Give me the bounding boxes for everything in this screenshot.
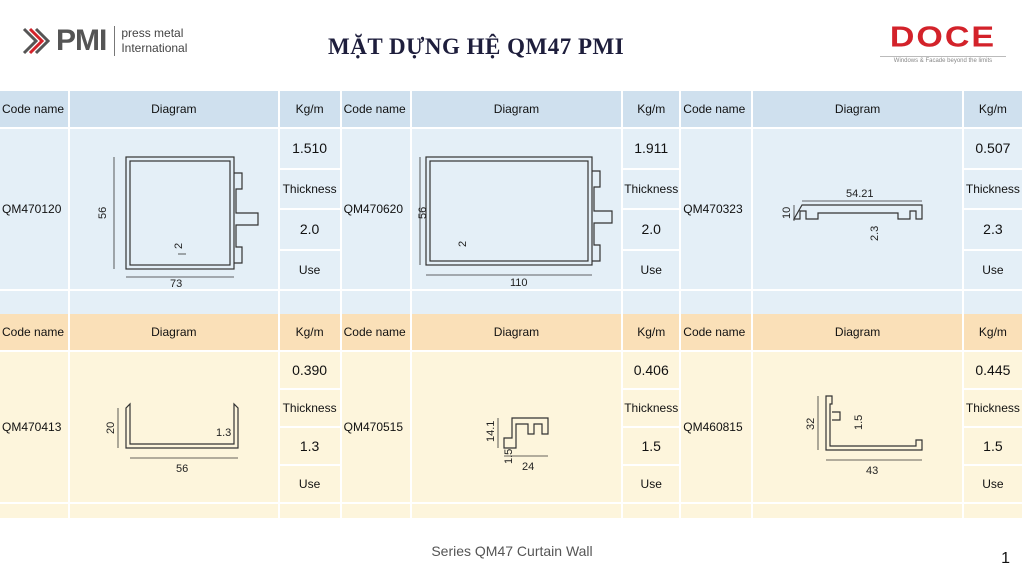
profile-diagram-qm460815: 43 32 1.5: [805, 395, 923, 477]
profile-table-row-2: Code name Diagram Kg/m Code name Diagram…: [0, 312, 1024, 520]
code-cell: QM470620: [341, 129, 410, 289]
doce-logo: DOCE Windows & Facade beyond the limits: [880, 20, 1006, 64]
header-code-name: Code name: [681, 91, 752, 127]
dim-height: 56: [417, 207, 429, 219]
kg-value: 1.911: [623, 129, 680, 168]
header-diagram: Diagram: [70, 91, 278, 127]
header-code-name: Code name: [341, 91, 410, 127]
header-kg: Kg/m: [623, 314, 680, 350]
diagram-cell: 54.21 10 2.3: [753, 129, 962, 289]
dim-width: 110: [510, 277, 528, 289]
profile-diagram-qm470120: 73 56 2: [97, 156, 259, 289]
thickness-value: 1.5: [623, 428, 680, 464]
thickness-value: 1.5: [963, 428, 1022, 464]
page-number: 1: [1001, 550, 1010, 567]
thickness-label: Thickness: [963, 169, 1022, 208]
header-code-name: Code name: [0, 314, 69, 350]
dim-width: 43: [866, 465, 878, 477]
profile-diagram-qm470620: 110 56 2: [417, 156, 614, 289]
header-kg: Kg/m: [963, 91, 1022, 127]
header-code-name: Code name: [341, 314, 410, 350]
thickness-value: 1.3: [279, 428, 340, 464]
use-label: Use: [623, 466, 680, 502]
code-cell: QM470120: [0, 129, 69, 289]
profile-table-row-1: Code name Diagram Kg/m Code name Diagram…: [0, 89, 1024, 323]
kg-value: 0.445: [963, 352, 1022, 388]
diagram-cell: 56 20 1.3: [70, 352, 278, 502]
diagram-cell: 73 56 2: [70, 129, 278, 289]
header-kg: Kg/m: [623, 91, 680, 127]
profile-diagram-qm470323: 54.21 10 2.3: [781, 188, 923, 241]
header-diagram: Diagram: [70, 314, 278, 350]
diagram-cell: 43 32 1.5: [753, 352, 962, 502]
dim-width: 56: [176, 463, 188, 475]
footer-caption: Series QM47 Curtain Wall: [431, 543, 593, 559]
page-title: MẶT DỰNG HỆ QM47 PMI: [328, 34, 625, 59]
dim-thickness: 1.5: [853, 415, 865, 430]
diagram-cell: 24 14.1 1.5: [411, 352, 622, 502]
doce-logo-word: DOCE: [889, 20, 997, 54]
use-label: Use: [279, 466, 340, 502]
doce-logo-tagline: Windows & Facade beyond the limits: [880, 56, 1006, 64]
header-diagram: Diagram: [753, 91, 962, 127]
header-kg: Kg/m: [963, 314, 1022, 350]
header-diagram: Diagram: [411, 91, 622, 127]
thickness-value: 2.3: [963, 210, 1022, 249]
dim-width: 24: [522, 461, 534, 473]
thickness-value: 2.0: [279, 210, 340, 249]
pmi-logo-subtitle: press metal International: [114, 26, 187, 56]
code-cell: QM470413: [0, 352, 69, 502]
use-label: Use: [623, 250, 680, 289]
pmi-logo-word: PMI: [56, 24, 107, 57]
dim-width: 73: [170, 278, 182, 289]
pmi-logo-sub2: International: [121, 41, 188, 55]
dim-thickness: 2: [457, 241, 469, 247]
dim-height: 14.1: [485, 421, 497, 442]
profile-diagram-qm470413: 56 20 1.3: [105, 402, 239, 475]
use-label: Use: [963, 250, 1022, 289]
code-cell: QM470323: [681, 129, 752, 289]
dim-height: 32: [805, 418, 817, 430]
dim-height: 56: [97, 207, 109, 219]
use-label: Use: [963, 466, 1022, 502]
dim-thickness: 2: [173, 243, 185, 249]
header-kg: Kg/m: [279, 91, 340, 127]
header-code-name: Code name: [0, 91, 69, 127]
thickness-value: 2.0: [623, 210, 680, 249]
header-diagram: Diagram: [411, 314, 622, 350]
use-label: Use: [279, 250, 340, 289]
dim-thickness: 2.3: [869, 226, 881, 241]
thickness-label: Thickness: [279, 169, 340, 208]
diagram-cell: 110 56 2: [411, 129, 622, 289]
kg-value: 0.507: [963, 129, 1022, 168]
dim-width: 54.21: [846, 188, 874, 200]
dim-thickness: 1.3: [216, 427, 231, 439]
dim-height: 20: [105, 422, 117, 434]
thickness-label: Thickness: [963, 390, 1022, 426]
kg-value: 1.510: [279, 129, 340, 168]
pmi-logo: PMI press metal International: [22, 26, 187, 56]
pmi-logo-icon: [22, 27, 52, 55]
header-kg: Kg/m: [279, 314, 340, 350]
thickness-label: Thickness: [623, 390, 680, 426]
thickness-label: Thickness: [279, 390, 340, 426]
kg-value: 0.390: [279, 352, 340, 388]
header-code-name: Code name: [681, 314, 752, 350]
dim-thickness: 1.5: [503, 449, 515, 464]
pmi-logo-sub1: press metal: [121, 26, 184, 40]
header-diagram: Diagram: [753, 314, 962, 350]
dim-height: 10: [781, 207, 793, 219]
code-cell: QM470515: [341, 352, 410, 502]
kg-value: 0.406: [623, 352, 680, 388]
profile-diagram-qm470515: 24 14.1 1.5: [485, 417, 550, 473]
thickness-label: Thickness: [623, 169, 680, 208]
code-cell: QM460815: [681, 352, 752, 502]
